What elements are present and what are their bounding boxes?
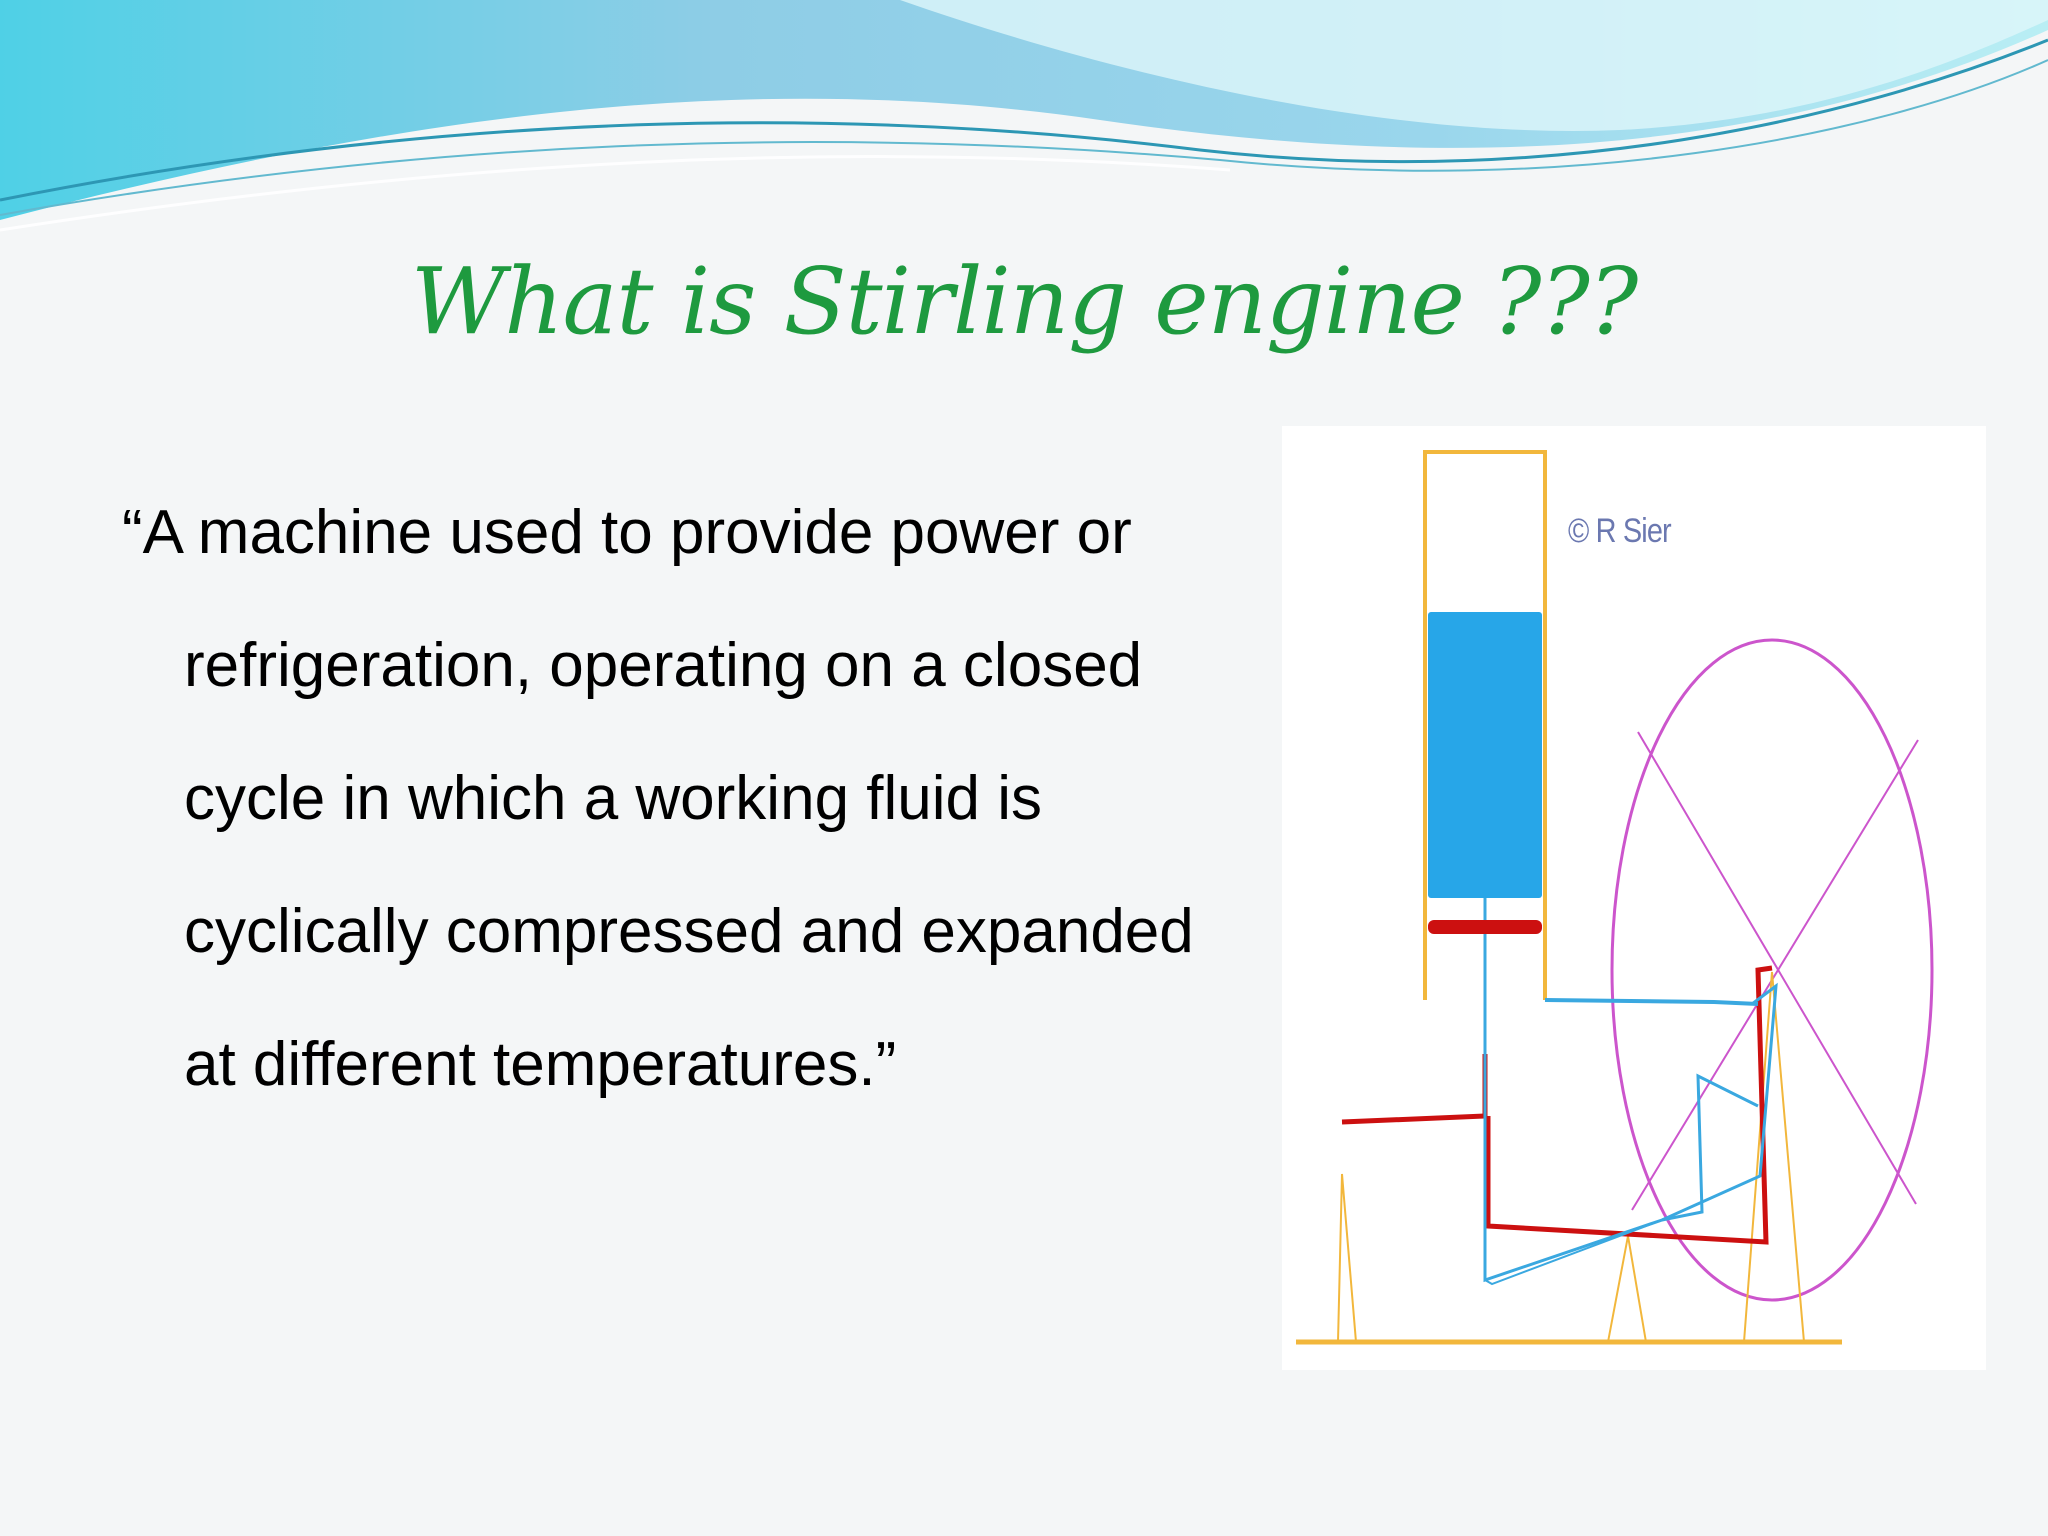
stirling-engine-svg	[1296, 450, 1934, 1345]
flywheel-spoke	[1637, 731, 1917, 1205]
blue-linkage	[1483, 934, 1778, 1283]
header-wave-banner	[0, 0, 2048, 232]
quote-line: cycle in which a working fluid is	[184, 764, 1043, 833]
blue-linkage	[1661, 1073, 1759, 1222]
red-linkage	[1341, 1054, 1488, 1125]
blue-linkage	[1484, 1219, 1663, 1286]
support-stand	[1743, 971, 1805, 1343]
red-linkage	[1485, 965, 1773, 1245]
flywheel	[1610, 638, 1934, 1302]
support-stand	[1607, 1235, 1647, 1343]
power-piston	[1428, 920, 1542, 934]
definition-quote: “A machine used to provide power or refr…	[122, 466, 1292, 1131]
slide-title: What is Stirling engine ???	[410, 248, 1638, 355]
piston-block	[1428, 612, 1542, 898]
stirling-engine-diagram: © R Sier	[1282, 426, 1986, 1370]
quote-line: cyclically compressed and expanded	[184, 897, 1194, 966]
flywheel-spoke	[1631, 739, 1919, 1211]
quote-line: refrigeration, operating on a closed	[184, 631, 1143, 700]
quote-line: “A machine used to provide power or	[122, 498, 1132, 567]
cylinder	[1423, 450, 1547, 1000]
support-stand	[1337, 1173, 1357, 1343]
quote-line: at different temperatures.”	[184, 1030, 897, 1099]
copyright-label: © R Sier	[1568, 512, 1672, 550]
blue-linkage	[1544, 998, 1759, 1006]
